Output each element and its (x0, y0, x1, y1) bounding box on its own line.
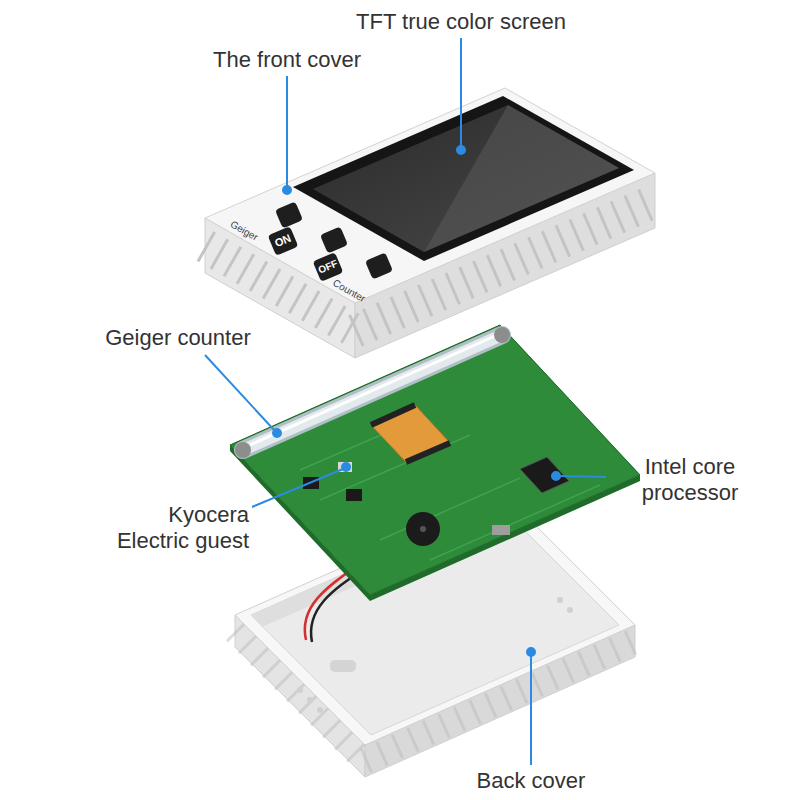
callout-label: TFT true color screen (356, 9, 566, 35)
callout-label: Intel core processor (615, 454, 765, 507)
back-cover (235, 495, 635, 777)
callout-label: The front cover (213, 47, 361, 73)
callout-label: Geiger counter (105, 325, 251, 351)
front-cover (205, 88, 655, 358)
callout-label: Kyocera Electric guest (101, 502, 249, 555)
leader-lines (205, 38, 606, 765)
circuit-board (230, 325, 640, 601)
callout-label: Back cover (477, 768, 586, 794)
